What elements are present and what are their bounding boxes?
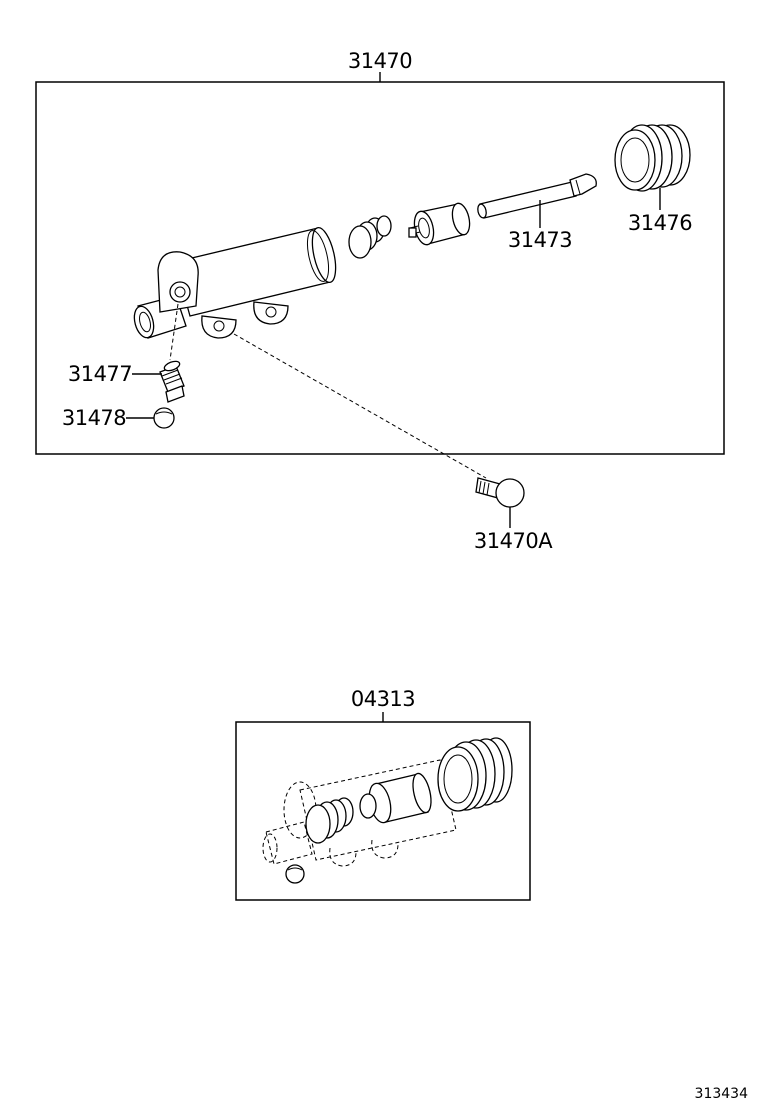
label-04313[interactable]: 04313 — [351, 687, 416, 711]
assembly-frame — [35, 72, 725, 455]
kit-piston[interactable] — [359, 772, 434, 825]
label-31473[interactable]: 31473 — [508, 228, 573, 252]
bleeder-cap[interactable] — [153, 407, 175, 429]
clutch-release-cylinder-body[interactable] — [131, 225, 340, 339]
bolt-leader-dashed — [233, 333, 487, 479]
spring[interactable] — [348, 215, 392, 259]
kit-frame — [235, 712, 531, 901]
piston[interactable] — [408, 202, 472, 247]
kit-spring[interactable] — [305, 797, 354, 844]
push-rod[interactable] — [477, 173, 597, 219]
bleeder-plug[interactable] — [159, 303, 185, 403]
label-31478[interactable]: 31478 — [62, 406, 127, 430]
kit-cylinder-outline — [262, 759, 457, 867]
label-31470A[interactable]: 31470A — [474, 529, 554, 553]
kit-bleeder-cap[interactable] — [285, 864, 305, 884]
label-31470[interactable]: 31470 — [348, 49, 413, 73]
boot[interactable] — [614, 124, 691, 192]
diagram-reference-number: 313434 — [695, 1086, 749, 1102]
label-31477[interactable]: 31477 — [68, 362, 133, 386]
kit-boot[interactable] — [437, 737, 513, 812]
bolt[interactable] — [475, 477, 525, 508]
label-31476[interactable]: 31476 — [628, 211, 693, 235]
